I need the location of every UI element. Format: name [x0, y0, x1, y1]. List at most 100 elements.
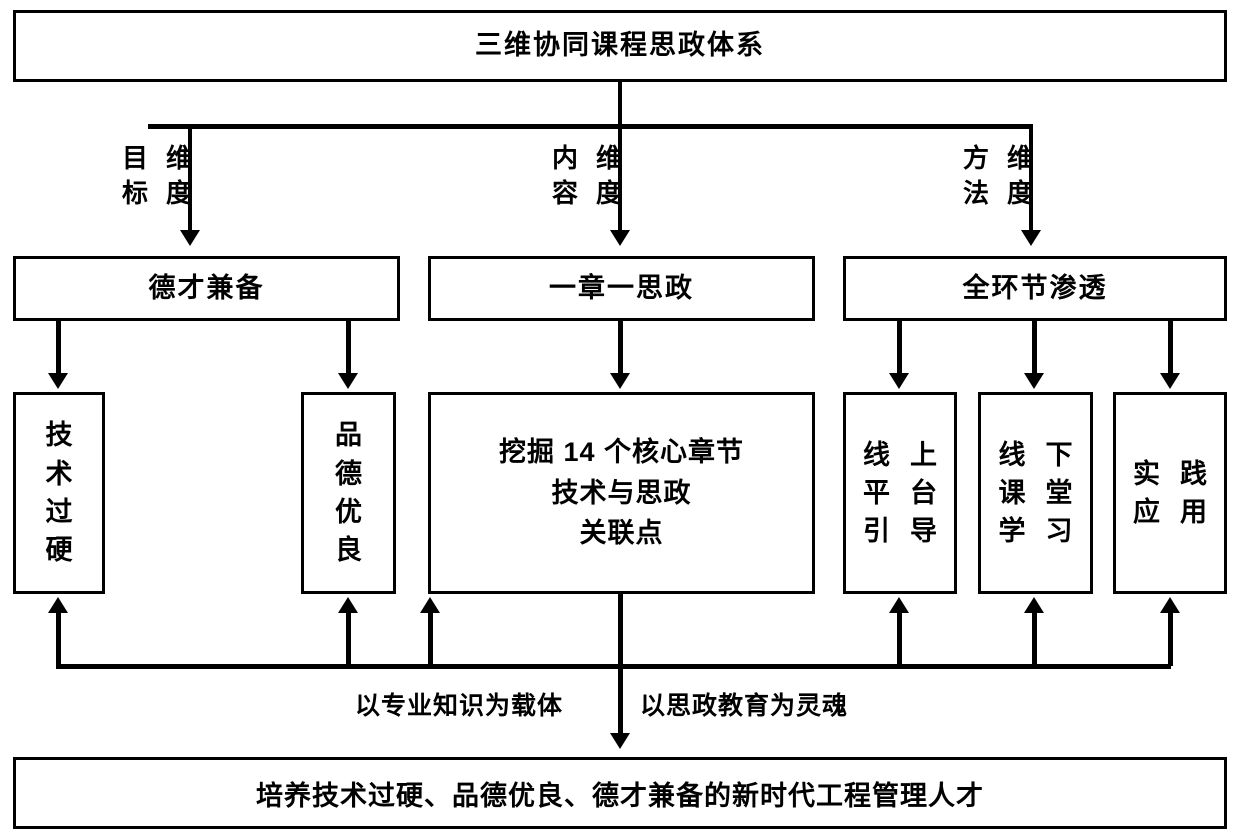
feedback-riser-tech	[56, 612, 61, 666]
outcome-box: 培养技术过硬、品德优良、德才兼备的新时代工程管理人才	[13, 757, 1227, 829]
dimension-content-char-1: 容	[552, 178, 579, 209]
dimension-label-method: 方 法 维 度	[963, 141, 1033, 211]
goal-drop-arrow	[180, 230, 200, 246]
method-to-offline-arrow	[1024, 373, 1044, 389]
offline-class-grid-text: 线 下 课 堂 学 习	[999, 436, 1073, 551]
dimension-label-content: 内 容 维 度	[552, 141, 622, 211]
feedback-riser-practice	[1168, 612, 1173, 666]
core-chapters-line-1: 技术与思政	[551, 477, 692, 508]
level2-goal-label: 德才兼备	[148, 272, 265, 303]
offline-class-char-0-0: 线	[998, 439, 1026, 470]
feedback-riser-chapters	[428, 612, 433, 666]
level3-box-virtue-good: 品 德 优 良	[301, 392, 396, 594]
outcome-box-label: 培养技术过硬、品德优良、德才兼备的新时代工程管理人才	[256, 780, 984, 811]
tech-solid-char-0: 技	[45, 420, 73, 451]
offline-class-row-0: 线 下	[999, 436, 1073, 474]
dimension-method-char-0: 方	[963, 143, 990, 173]
core-chapters-line-0: 挖掘 14 个核心章节	[498, 437, 745, 468]
root-box: 三维协同课程思政体系	[13, 10, 1227, 82]
tech-solid-vertical-text: 技 术 过 硬	[46, 416, 73, 569]
online-platform-char-0-1: 上	[910, 439, 937, 470]
level2-box-goal: 德才兼备	[13, 256, 400, 321]
goal-to-virtue-line	[346, 321, 351, 375]
level3-box-practice-apply: 实 践 应 用	[1113, 392, 1227, 594]
dimension-content-char-0: 内	[552, 143, 579, 173]
distribution-bus	[148, 124, 1033, 129]
method-to-offline-line	[1032, 321, 1037, 375]
level2-method-label: 全环节渗透	[962, 272, 1108, 303]
virtue-good-char-2: 优	[335, 497, 362, 527]
method-drop-line	[1029, 124, 1033, 232]
dimension-content-char-2: 维	[596, 143, 623, 173]
caption-left: 以专业知识为载体	[355, 692, 564, 720]
content-drop-line	[618, 124, 622, 232]
feedback-riser-offline	[1032, 612, 1037, 666]
offline-class-char-2-1: 习	[1045, 516, 1073, 547]
online-platform-row-2: 引 导	[863, 512, 937, 550]
goal-to-virtue-arrow	[338, 373, 358, 389]
dimension-label-goal: 目 标 维 度	[122, 141, 192, 211]
dimension-goal-char-0: 目	[122, 143, 149, 173]
dimension-goal-char-2: 维	[166, 143, 193, 173]
level2-content-label: 一章一思政	[549, 272, 694, 303]
practice-apply-row-1: 应 用	[1133, 493, 1207, 531]
goal-drop-line	[188, 124, 192, 232]
method-drop-arrow	[1021, 230, 1041, 246]
content-to-chapters-arrow	[610, 373, 630, 389]
caption-right: 以思政教育为灵魂	[640, 692, 849, 720]
offline-class-row-1: 课 堂	[999, 474, 1073, 512]
feedback-bus	[56, 664, 1171, 669]
offline-class-char-1-0: 课	[998, 477, 1026, 508]
online-platform-row-1: 平 台	[863, 474, 937, 512]
offline-class-char-1-1: 堂	[1045, 477, 1073, 508]
tech-solid-char-2: 过	[45, 497, 73, 527]
outcome-stem-arrow	[610, 733, 630, 749]
method-to-online-arrow	[889, 373, 909, 389]
offline-class-char-0-1: 下	[1045, 439, 1073, 470]
feedback-riser-online	[897, 612, 902, 666]
virtue-good-char-0: 品	[335, 420, 362, 451]
goal-to-tech-line	[56, 321, 61, 375]
method-to-practice-arrow	[1160, 373, 1180, 389]
online-platform-char-2-0: 引	[863, 516, 890, 547]
content-to-chapters-line	[618, 321, 623, 375]
practice-apply-char-1-1: 用	[1180, 497, 1207, 527]
virtue-good-char-3: 良	[335, 535, 362, 566]
dimension-goal-char-3: 度	[166, 178, 193, 209]
practice-apply-char-1-0: 应	[1133, 497, 1160, 527]
level3-box-core-chapters: 挖掘 14 个核心章节 技术与思政 关联点	[428, 392, 815, 594]
practice-apply-row-0: 实 践	[1133, 455, 1207, 493]
level3-box-offline-class: 线 下 课 堂 学 习	[978, 392, 1093, 594]
online-platform-char-2-1: 导	[910, 516, 937, 547]
practice-apply-grid-text: 实 践 应 用	[1133, 455, 1207, 532]
method-to-online-line	[897, 321, 902, 375]
dimension-method-char-2: 维	[1007, 143, 1034, 173]
root-box-label: 三维协同课程思政体系	[475, 30, 765, 61]
feedback-riser-virtue	[346, 612, 351, 666]
online-platform-row-0: 线 上	[863, 436, 937, 474]
online-platform-char-0-0: 线	[863, 439, 890, 470]
practice-apply-char-0-0: 实	[1133, 458, 1160, 489]
dimension-content-char-3: 度	[596, 178, 623, 209]
online-platform-grid-text: 线 上 平 台 引 导	[863, 436, 937, 551]
tech-solid-char-1: 术	[45, 458, 73, 489]
feedback-arrow-online	[889, 597, 909, 613]
root-stem	[618, 82, 622, 127]
method-to-practice-line	[1168, 321, 1173, 375]
core-chapters-text: 挖掘 14 个核心章节 技术与思政 关联点	[499, 432, 744, 554]
offline-class-char-2-0: 学	[998, 516, 1026, 547]
practice-apply-char-0-1: 践	[1180, 458, 1207, 489]
feedback-arrow-offline	[1024, 597, 1044, 613]
feedback-arrow-tech	[48, 597, 68, 613]
dimension-method-char-1: 法	[963, 178, 990, 209]
virtue-good-char-1: 德	[335, 458, 362, 489]
online-platform-char-1-1: 台	[910, 477, 937, 508]
dimension-method-char-3: 度	[1007, 178, 1034, 209]
goal-to-tech-arrow	[48, 373, 68, 389]
dimension-goal-char-1: 标	[122, 178, 149, 209]
level3-box-tech-solid: 技 术 过 硬	[13, 392, 105, 594]
feedback-arrow-virtue	[338, 597, 358, 613]
offline-class-row-2: 学 习	[999, 512, 1073, 550]
virtue-good-vertical-text: 品 德 优 良	[335, 416, 362, 569]
